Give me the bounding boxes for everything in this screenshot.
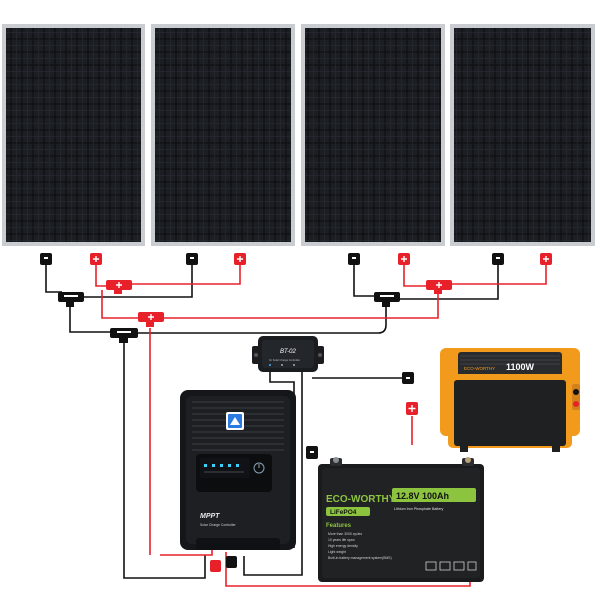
battery-feature: High energy density — [328, 544, 358, 548]
power-inverter: ECO-WORTHY 1100W — [440, 348, 580, 452]
battery-chemistry-badge: LiFePO4 — [330, 509, 357, 516]
battery-feature: Built-in battery management system(BMS) — [328, 556, 392, 560]
lifepo4-battery: ECO-WORTHY LiFePO4 12.8V 100Ah Lithium I… — [318, 457, 484, 582]
positive-connector — [398, 253, 410, 265]
inverter-rating: 1100W — [506, 362, 535, 372]
battery-feature: 10 years life span — [328, 538, 355, 542]
battery-brand: ECO-WORTHY — [326, 494, 396, 505]
mc4-connectors — [40, 253, 552, 265]
positive-branch-connector — [426, 280, 452, 294]
mppt-charge-controller: MPPT Solar Charge Controller — [180, 390, 296, 550]
battery-feature: More than 3000 cycles — [328, 532, 362, 536]
bluetooth-module: BT-02 for Solar Charge Controller — [252, 336, 324, 372]
bt-module-subtitle: for Solar Charge Controller — [269, 358, 300, 362]
positive-connector — [234, 253, 246, 265]
solar-panel-3 — [301, 24, 445, 246]
negative-branch-connector — [58, 292, 84, 307]
solar-panel-2 — [151, 24, 295, 246]
negative-branch-connector — [110, 328, 138, 343]
display-screen — [200, 458, 250, 478]
negative-connector — [306, 446, 318, 459]
battery-features-title: Features — [326, 523, 352, 529]
negative-connector — [40, 253, 52, 265]
branch-connectors — [58, 280, 452, 343]
positive-wiring — [95, 262, 547, 587]
certification-marks-icon — [425, 561, 477, 571]
negative-wiring — [45, 262, 499, 579]
negative-connector — [186, 253, 198, 265]
battery-features-list: More than 3000 cycles 10 years life span… — [328, 532, 392, 560]
power-button-icon — [253, 462, 265, 474]
positive-branch-connector — [138, 312, 164, 327]
positive-branch-connector — [106, 280, 132, 294]
battery-terminal-positive — [462, 457, 474, 466]
negative-connector — [348, 253, 360, 265]
positive-connector — [210, 560, 221, 572]
solar-panel-1 — [2, 24, 145, 246]
negative-connector — [402, 372, 414, 384]
controller-logo-icon — [226, 412, 244, 430]
solar-panel-4 — [450, 24, 595, 246]
battery-feature: Light weight — [328, 550, 346, 554]
controller-brand: MPPT — [200, 513, 220, 520]
battery-terminal-negative — [330, 457, 342, 466]
positive-connector — [90, 253, 102, 265]
negative-connector — [492, 253, 504, 265]
controller-subtitle: Solar Charge Controller — [200, 523, 236, 527]
negative-connector — [226, 556, 237, 568]
negative-branch-connector — [374, 292, 400, 307]
bt-module-title: BT-02 — [280, 349, 296, 355]
battery-rating: 12.8V 100Ah — [396, 491, 449, 501]
positive-connector — [406, 402, 418, 415]
positive-connector — [540, 253, 552, 265]
battery-type-label: Lithium Iron Phosphate Battery — [394, 507, 444, 511]
inverter-brand: ECO-WORTHY — [464, 366, 495, 371]
